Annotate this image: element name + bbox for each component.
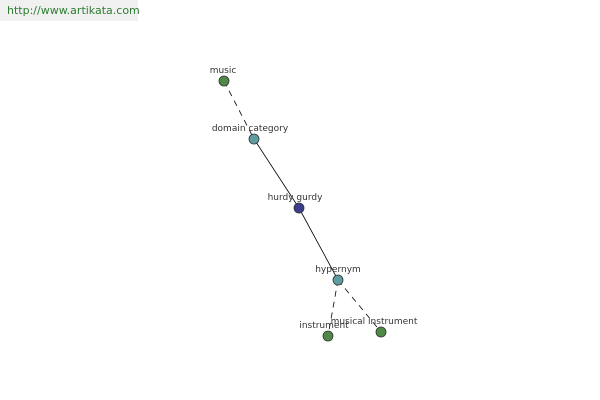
- graph-nodes: music domain category hurdy gurdy hypern…: [210, 66, 418, 342]
- url-banner: http://www.artikata.com: [0, 0, 140, 21]
- node-hurdy-gurdy[interactable]: hurdy gurdy: [268, 193, 324, 214]
- node-dot[interactable]: [218, 75, 230, 87]
- edge-hypernym-musical-instrument: [337, 279, 382, 333]
- node-label: hurdy gurdy: [268, 193, 324, 203]
- node-dot[interactable]: [332, 274, 344, 286]
- node-label: domain category: [212, 124, 289, 134]
- node-domain-category[interactable]: domain category: [212, 124, 289, 145]
- node-label: music: [210, 66, 237, 76]
- edge-hurdy-gurdy-hypernym: [298, 207, 339, 281]
- edge-domain-category-hurdy-gurdy: [253, 138, 300, 209]
- node-dot[interactable]: [248, 133, 260, 145]
- node-hypernym[interactable]: hypernym: [315, 265, 361, 286]
- node-label: musical instrument: [331, 317, 418, 327]
- node-dot[interactable]: [293, 202, 305, 214]
- node-music[interactable]: music: [210, 66, 237, 87]
- graph-edges: [223, 80, 382, 337]
- site-url-link[interactable]: http://www.artikata.com: [7, 4, 140, 17]
- edge-hypernym-instrument: [327, 279, 339, 337]
- node-label: hypernym: [315, 265, 361, 275]
- node-musical-instrument[interactable]: musical instrument: [331, 317, 418, 338]
- node-dot[interactable]: [375, 326, 387, 338]
- node-instrument[interactable]: instrument: [299, 321, 349, 342]
- node-dot[interactable]: [322, 330, 334, 342]
- node-label: instrument: [299, 321, 349, 331]
